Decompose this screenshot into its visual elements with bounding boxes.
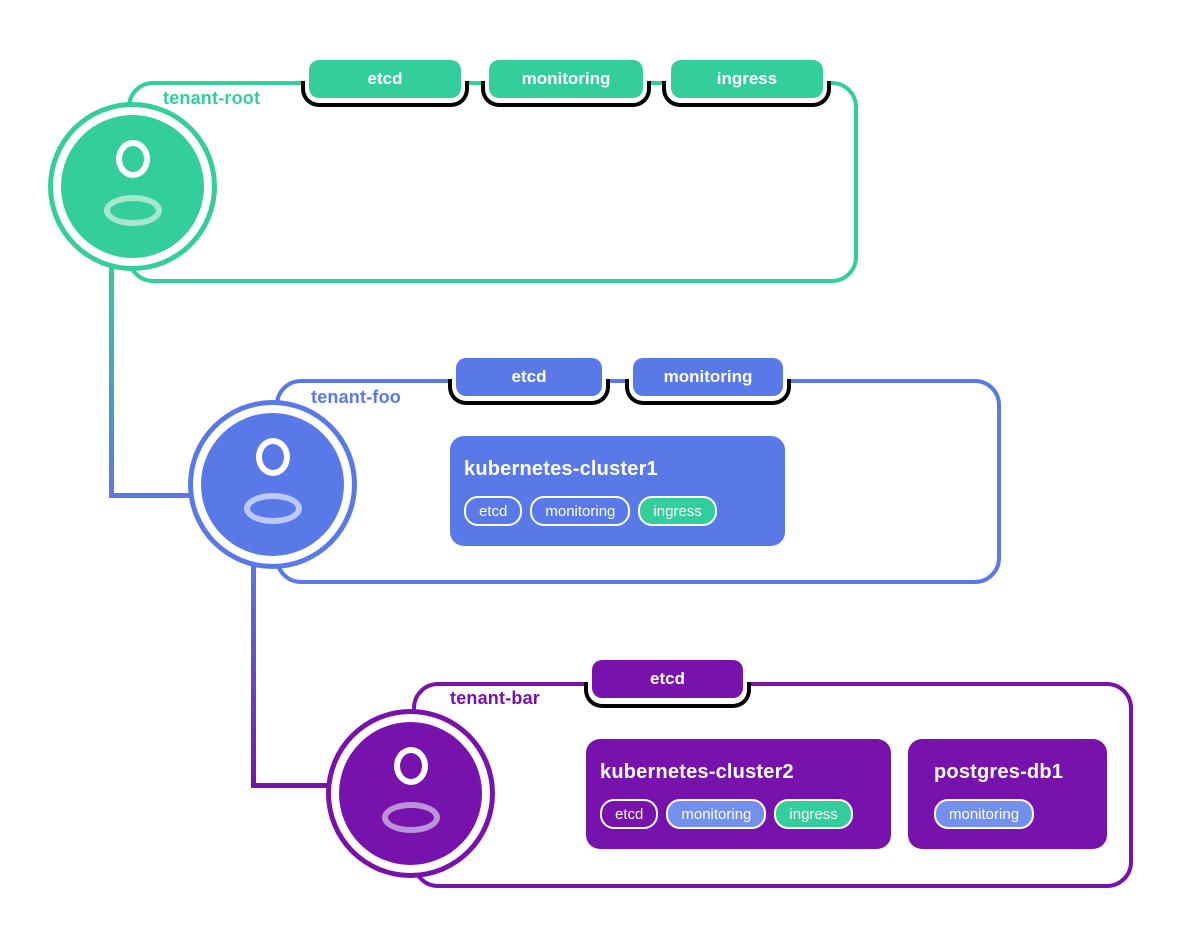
tenant-foo-badge-monitoring: monitoring	[633, 358, 783, 396]
connector-foo-to-bar	[251, 550, 352, 788]
tenant-root-badge-etcd: etcd	[309, 60, 461, 98]
tenant-foo-badge-etcd: etcd	[456, 358, 602, 396]
person-body-icon	[243, 493, 302, 524]
workload-card-kubernetes-cluster2: kubernetes-cluster2 etcd monitoring ingr…	[586, 739, 891, 849]
tenant-foo-label: tenant-foo	[311, 387, 401, 407]
workload-card-title: postgres-db1	[934, 761, 1064, 783]
tenant-bar-label: tenant-bar	[450, 688, 541, 708]
workload-badge-etcd: etcd	[464, 496, 523, 526]
person-head-icon	[255, 438, 290, 476]
tenant-root-avatar	[61, 115, 204, 258]
person-body-icon	[103, 195, 162, 226]
workload-card-title: kubernetes-cluster2	[600, 761, 794, 783]
workload-badge-ingress: ingress	[638, 496, 717, 526]
workload-badge-ingress: ingress	[774, 799, 853, 829]
tenant-bar-badge-etcd: etcd	[592, 660, 743, 698]
person-body-icon	[381, 802, 440, 833]
person-head-icon	[115, 140, 150, 178]
workload-badge-monitoring: monitoring	[530, 496, 631, 526]
person-head-icon	[393, 747, 428, 785]
workload-badge-etcd: etcd	[600, 799, 659, 829]
workload-card-postgres-db1: postgres-db1 monitoring	[908, 739, 1107, 849]
workload-card-title: kubernetes-cluster1	[464, 458, 658, 480]
workload-badge-row: etcd monitoring ingress	[600, 799, 877, 829]
workload-card-kubernetes-cluster1: kubernetes-cluster1 etcd monitoring ingr…	[450, 436, 785, 546]
tenant-root-badge-monitoring: monitoring	[489, 60, 643, 98]
workload-badge-monitoring: monitoring	[666, 799, 767, 829]
tenant-root-badge-ingress: ingress	[671, 60, 823, 98]
workload-badge-row: monitoring	[934, 799, 1093, 829]
tenant-bar-avatar	[339, 722, 482, 865]
tenant-root-box	[127, 81, 858, 283]
tenant-root-label: tenant-root	[163, 88, 261, 108]
tenant-foo-avatar	[201, 413, 344, 556]
connector-root-to-foo	[109, 250, 200, 498]
workload-badge-monitoring: monitoring	[934, 799, 1035, 829]
workload-badge-row: etcd monitoring ingress	[464, 496, 771, 526]
